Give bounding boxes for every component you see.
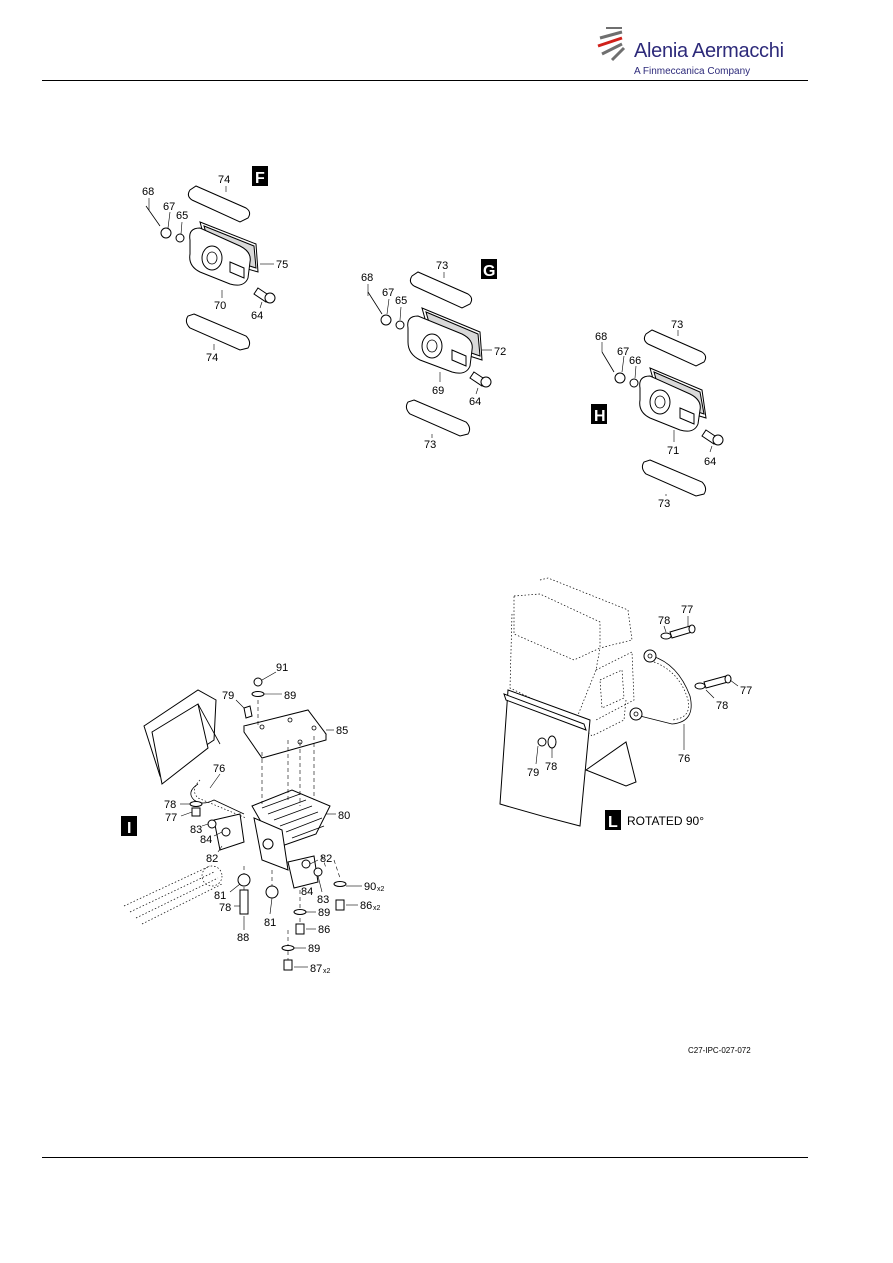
callout: 90 <box>364 881 376 893</box>
brand-tagline: A Finmeccanica Company <box>634 66 751 77</box>
callout: 77 <box>681 604 693 616</box>
view-g-callouts: 73 68 67 65 72 69 64 73 G <box>361 259 506 451</box>
view-l-callouts: 77 78 77 78 79 78 76 L ROTATED 90° <box>527 604 752 831</box>
header-rule <box>42 80 808 81</box>
callout: 80 <box>338 810 350 822</box>
callout: 86 <box>318 924 330 936</box>
callout: 76 <box>213 763 225 775</box>
callout: 67 <box>382 287 394 299</box>
callout: 64 <box>251 310 263 322</box>
callout: 65 <box>176 210 188 222</box>
view-letter-l: L <box>605 810 621 831</box>
callout: 78 <box>545 761 557 773</box>
callout: 91 <box>276 662 288 674</box>
callout: 84 <box>200 834 212 846</box>
footer-rule <box>42 1157 808 1158</box>
callout: 79 <box>222 690 234 702</box>
callout: 81 <box>264 917 276 929</box>
logo-mark-icon <box>597 27 626 62</box>
svg-text:G: G <box>483 263 495 280</box>
view-f-callouts: 74 68 67 65 75 70 64 74 F <box>142 166 288 364</box>
view-i-callouts: 91 79 89 85 76 78 77 83 84 80 82 82 81 8… <box>121 662 385 975</box>
callout: 78 <box>219 902 231 914</box>
callout: 79 <box>527 767 539 779</box>
callout: 87 <box>310 963 322 975</box>
callout: 73 <box>436 260 448 272</box>
callout: 84 <box>301 886 313 898</box>
callout: 66 <box>629 355 641 367</box>
view-h <box>601 329 724 497</box>
callout: 82 <box>206 853 218 865</box>
callout: 81 <box>214 890 226 902</box>
callout: 83 <box>190 824 202 836</box>
callout: 73 <box>658 498 670 510</box>
callout: 89 <box>308 943 320 955</box>
callout: 68 <box>595 331 607 343</box>
callout-multiplier: x2 <box>373 905 381 912</box>
callout: 69 <box>432 385 444 397</box>
view-f <box>145 185 276 351</box>
callout: 75 <box>276 259 288 271</box>
callout: 73 <box>671 319 683 331</box>
view-i <box>123 677 347 971</box>
svg-text:F: F <box>255 170 265 187</box>
callout: 83 <box>317 894 329 906</box>
callout: 86 <box>360 900 372 912</box>
callout: 67 <box>617 346 629 358</box>
callout: 68 <box>361 272 373 284</box>
callout: 64 <box>469 396 481 408</box>
view-l <box>499 577 732 827</box>
callout-multiplier: x2 <box>377 886 385 893</box>
callout: 68 <box>142 186 154 198</box>
callout: 73 <box>424 439 436 451</box>
svg-text:I: I <box>127 820 131 837</box>
brand-name: Alenia Aermacchi <box>634 40 784 62</box>
callout: 89 <box>284 690 296 702</box>
callout: 71 <box>667 445 679 457</box>
callout: 88 <box>237 932 249 944</box>
view-caption: ROTATED 90° <box>627 814 704 828</box>
callout: 77 <box>740 685 752 697</box>
callout: 77 <box>165 812 177 824</box>
callout-multiplier: x2 <box>323 968 331 975</box>
callout: 82 <box>320 853 332 865</box>
callout: 72 <box>494 346 506 358</box>
callout: 64 <box>704 456 716 468</box>
view-g <box>367 271 492 437</box>
callout: 78 <box>658 615 670 627</box>
callout: 85 <box>336 725 348 737</box>
brand-logo: Alenia Aermacchi A Finmeccanica Company <box>596 24 796 80</box>
callout: 89 <box>318 907 330 919</box>
callout: 76 <box>678 753 690 765</box>
view-h-callouts: 68 73 67 66 71 64 73 H <box>591 319 716 510</box>
callout: 74 <box>206 352 218 364</box>
svg-text:H: H <box>594 408 606 425</box>
view-letter-h: H <box>591 404 607 425</box>
view-letter-i: I <box>121 816 137 837</box>
callout: 65 <box>395 295 407 307</box>
callout: 70 <box>214 300 226 312</box>
callout: 78 <box>716 700 728 712</box>
callout: 74 <box>218 174 230 186</box>
callout: 78 <box>164 799 176 811</box>
callout: 67 <box>163 201 175 213</box>
figure-id: C27-IPC-027-072 <box>688 1046 751 1055</box>
svg-text:L: L <box>608 814 618 831</box>
view-letter-f: F <box>252 166 268 187</box>
view-letter-g: G <box>481 259 497 280</box>
